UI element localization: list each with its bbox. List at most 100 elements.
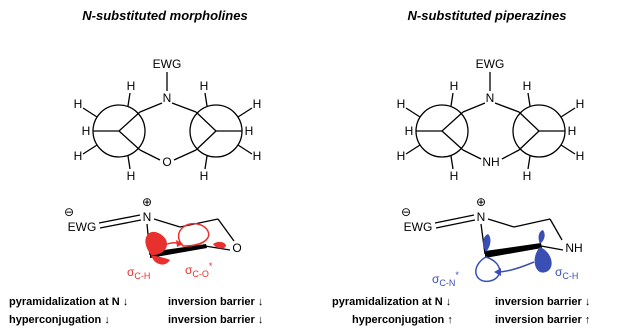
right-ewg-double-2 [435,219,476,229]
left-h: H [74,149,83,163]
right-h: H [397,149,406,163]
left-back-bond-8 [204,155,208,170]
left-h: H [74,97,83,111]
left-bond-o-right [173,149,197,161]
left-back-bond-6 [237,144,253,155]
right-ring-bond [513,218,551,228]
right-sigma-star-label: σC-N* [432,270,459,288]
right-back-bond-4 [450,155,454,170]
left-h: H [253,149,262,163]
right-chair-n: N [477,210,486,224]
left-chair-o: O [232,241,241,255]
left-back-bond-5 [237,107,253,118]
left-h: H [200,169,209,183]
right-n-label: N [486,91,495,105]
right-bond-nh-right [501,149,520,160]
right-summary-1b: inversion barrier ↓ [495,296,590,308]
left-chair: ⊖ ⊕ EWG N O σC-H σC-O* [64,195,242,281]
right-h: H [450,169,459,183]
right-h: H [576,97,585,111]
left-sigma-ch-lobe [145,231,168,256]
left-sigma-star-lobe [177,223,210,247]
right-minus-charge: ⊖ [401,205,411,219]
right-chair-ewg: EWG [404,220,433,234]
right-ring-bond [487,218,515,228]
right-front-bond-1 [441,111,464,132]
right-sigma-ch-small-lobe [538,230,545,244]
right-back-bond-7 [527,92,531,107]
left-chair-n: N [143,210,152,224]
right-h: H [523,79,532,93]
right-h: H [523,169,532,183]
right-back-bond-2 [405,144,421,155]
right-arrow-head [494,268,501,276]
right-front-bond-4 [518,111,540,132]
right-ewg-label: EWG [476,57,505,71]
right-chair: ⊖ ⊕ EWG N NH σC-N* σC-H [401,195,583,288]
left-summary-2a: hyperconjugation ↓ [9,314,110,326]
left-o-label: O [162,155,171,169]
left-bond-n-right [171,102,197,113]
right-summary-2a: hyperconjugation ↑ [352,314,453,326]
right-ring-bond [540,245,564,251]
right-back-bond-8 [527,155,531,170]
right-summary-2b: inversion barrier ↑ [495,314,590,326]
right-h: H [568,124,577,138]
left-ewg-double-2 [99,219,142,229]
left-sigma-star-small-lobe [213,241,226,249]
left-sigma-ch-symbol: σ [127,265,135,279]
right-sigma-star-lobe [475,256,501,282]
left-h: H [200,79,209,93]
left-summary-2b: inversion barrier ↓ [168,314,263,326]
left-sigma-ch-subscript: C-H [134,271,150,281]
left-bond-n-left [139,102,163,113]
left-title: N-substituted morpholines [82,8,247,23]
left-h: H [127,79,136,93]
left-h: H [82,124,91,138]
left-ring-bond [153,218,181,228]
left-sigma-star-subscript: C-O [192,269,209,279]
left-plus-charge: ⊕ [142,195,152,209]
left-bond-o-left [139,149,161,161]
left-wedge-bond [150,244,207,258]
right-interaction-arrow [496,261,535,273]
right-h: H [405,124,414,138]
right-h: H [450,79,459,93]
left-sigma-star-asterisk: * [209,261,213,271]
right-back-bond-6 [560,144,576,155]
right-chair-nh: NH [565,241,582,255]
right-bond-n-right [494,102,520,113]
right-sigma-star-small-lobe [483,234,491,252]
left-sigma-star-label: σC-O* [185,261,213,279]
right-sigma-star-subscript: C-N [439,278,455,288]
left-h: H [253,97,262,111]
right-ewg-double-1 [434,214,475,224]
left-front-bond-5 [195,130,217,151]
right-newman [405,72,576,170]
left-h: H [127,169,136,183]
left-ewg-double-1 [98,214,141,224]
right-bond-n-left [462,102,486,113]
left-back-bond-1 [82,107,98,118]
left-chair-ewg: EWG [68,220,97,234]
right-h: H [397,97,406,111]
left-ring-bond [204,245,231,251]
right-nh-label: NH [482,155,499,169]
right-sigma-star-asterisk: * [455,270,459,280]
right-front-bond-2 [441,130,464,151]
left-newman [82,72,253,170]
right-newman-labels: EWG N NH H H H H H H H H H H [397,57,585,183]
left-back-bond-4 [127,155,131,170]
right-back-bond-5 [560,107,576,118]
left-front-bond-4 [195,111,217,132]
right-sigma-ch-symbol: σ [555,265,563,279]
right-title: N-substituted piperazines [408,8,567,23]
right-h: H [576,149,585,163]
left-newman-labels: EWG N O H H H H H H H H H H [74,57,262,183]
left-sigma-ch-small-lobe [151,255,170,265]
left-front-bond-2 [118,130,141,151]
left-sigma-ch-label: σC-H [127,265,150,281]
right-bond-nh-left [462,149,482,160]
left-back-bond-7 [204,92,208,107]
